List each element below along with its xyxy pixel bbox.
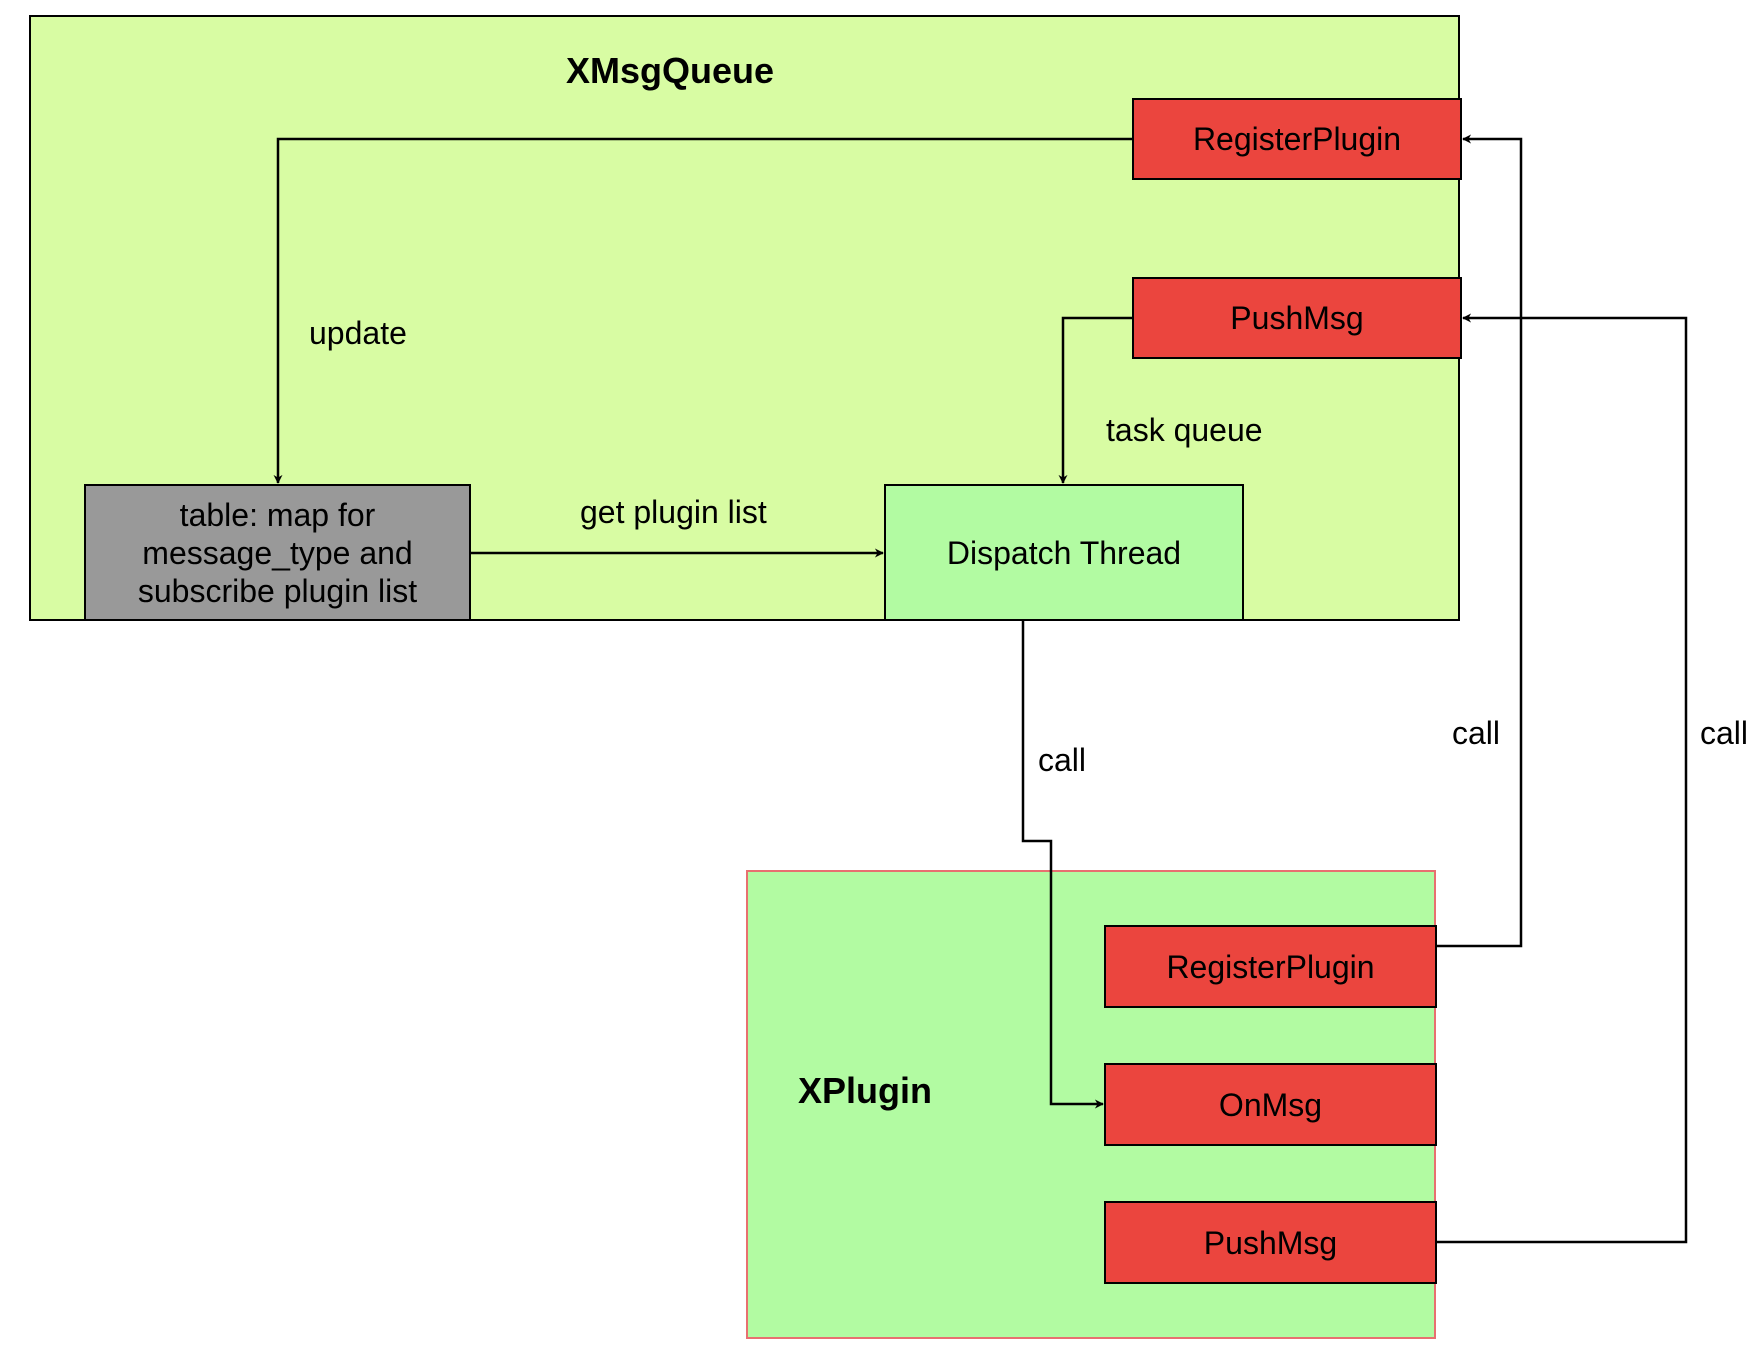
register-call-arrow [1437, 134, 1523, 948]
xplugin-title: XPlugin [798, 1070, 932, 1111]
xmsgqueue-title: XMsgQueue [566, 50, 775, 91]
dispatch-call-arrow [1021, 621, 1104, 1109]
plugin-pushmsg-box: PushMsg [1104, 1201, 1437, 1284]
update-label: update [309, 315, 407, 351]
get-plugin-list-label: get plugin list [580, 494, 767, 530]
plugin-registerplugin-box: RegisterPlugin [1104, 925, 1437, 1008]
queue-registerplugin-box: RegisterPlugin [1132, 98, 1462, 180]
push-call-label: call [1700, 715, 1749, 751]
dispatch-call-label: call [1038, 742, 1087, 778]
register-call-label: call [1452, 715, 1501, 751]
plugin-table-box: table: map for message_type and subscrib… [84, 484, 471, 621]
plugin-onmsg-box: OnMsg [1104, 1063, 1437, 1146]
update-arrow [273, 137, 1132, 484]
push-call-arrow [1437, 313, 1688, 1244]
dispatch-thread-box: Dispatch Thread [884, 484, 1244, 621]
task-queue-arrow [1058, 316, 1132, 484]
task-queue-label: task queue [1106, 412, 1263, 448]
queue-pushmsg-box: PushMsg [1132, 277, 1462, 359]
